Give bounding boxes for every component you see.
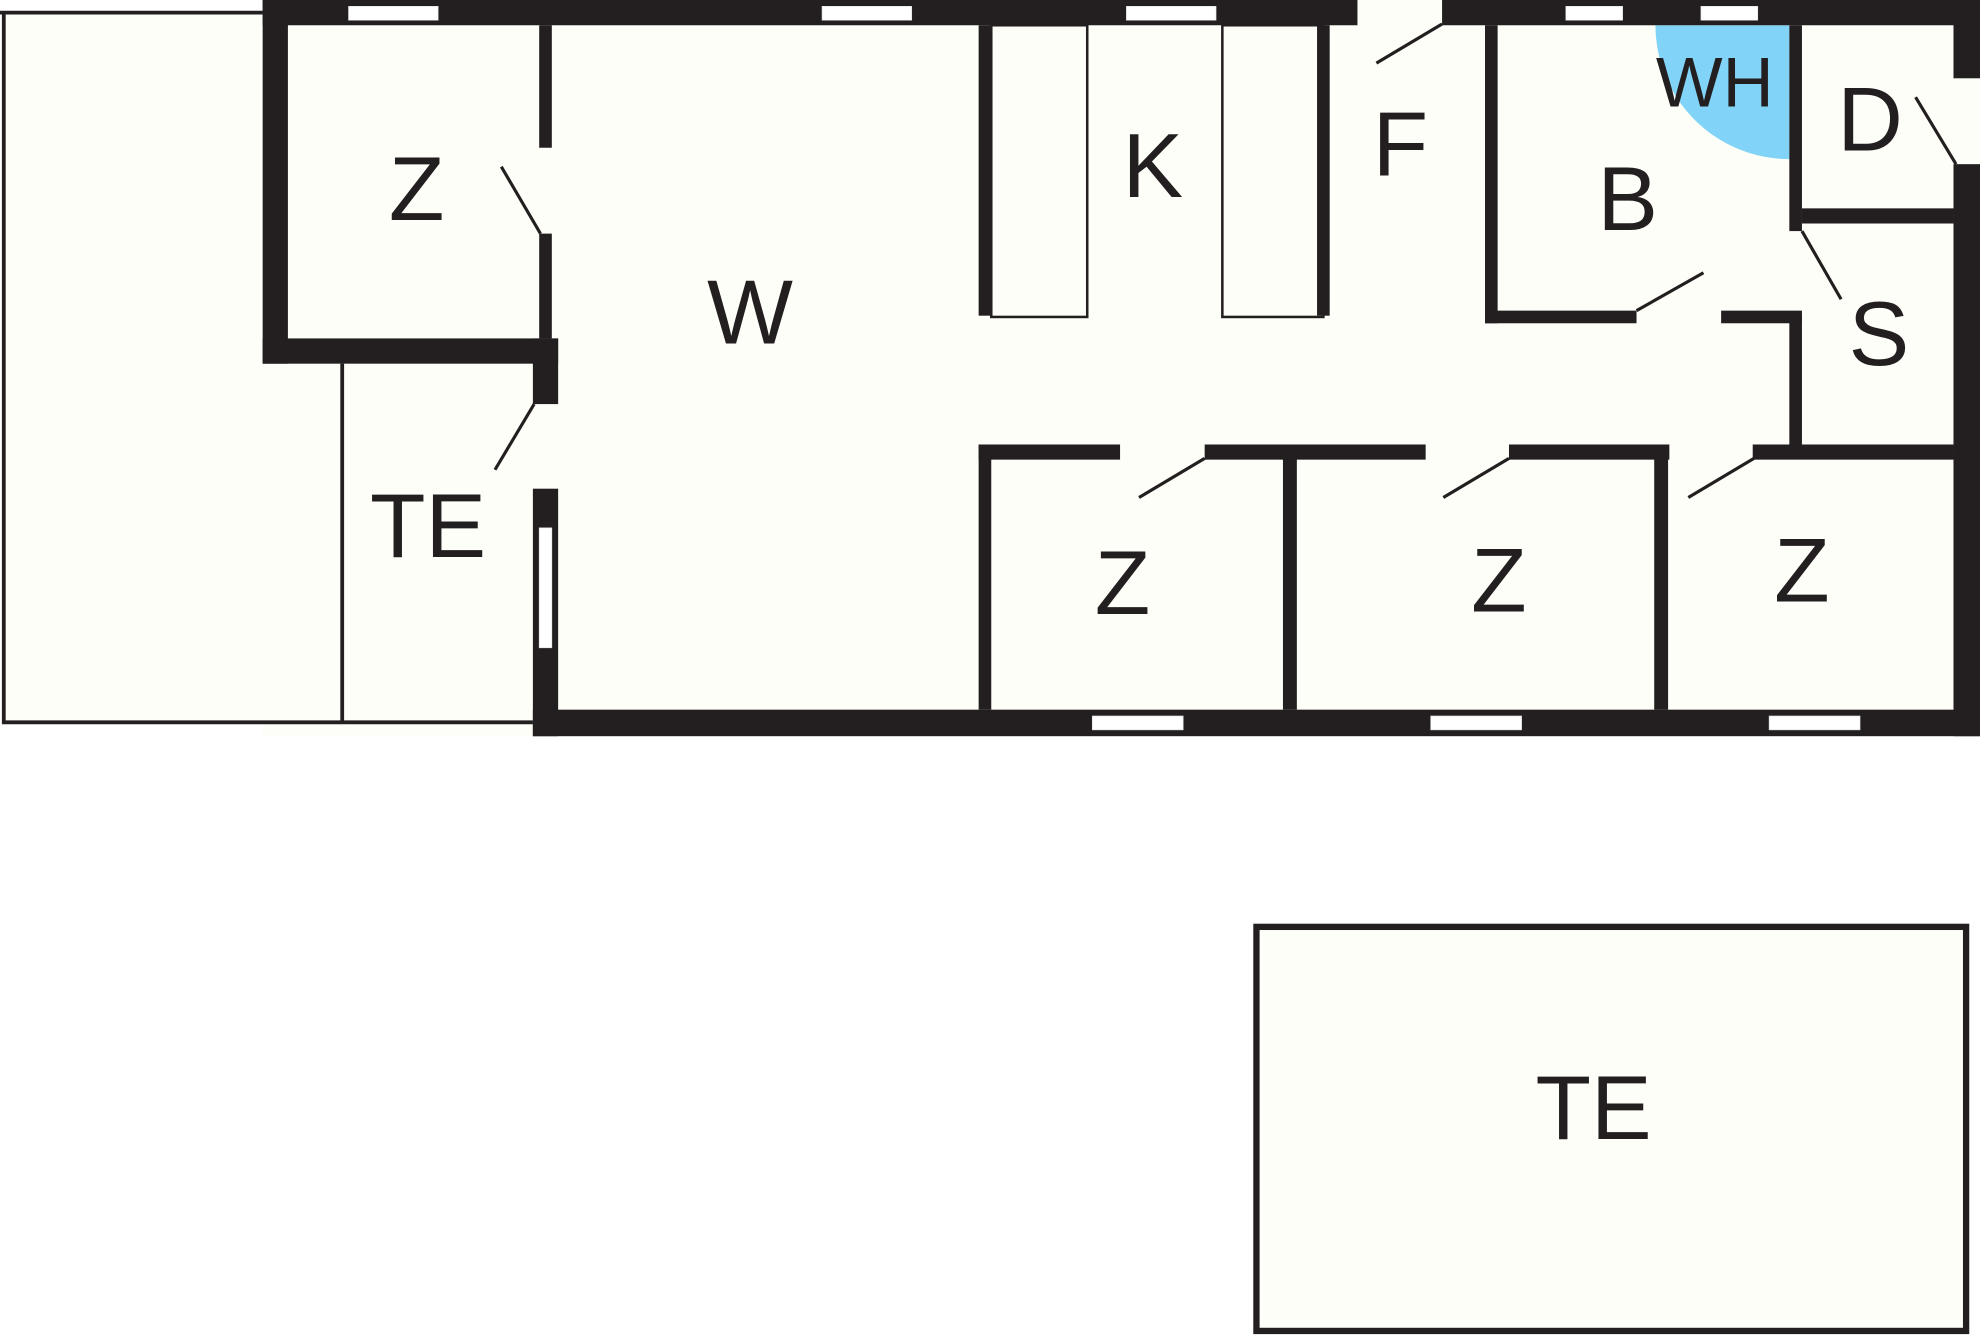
room-label-s: S xyxy=(1849,284,1910,385)
walls xyxy=(262,0,1980,737)
room-label-k: K xyxy=(1123,116,1184,217)
room-label-b: B xyxy=(1597,149,1658,250)
room-label-z: Z xyxy=(1095,533,1151,634)
kitchen-counter-left xyxy=(990,23,1089,319)
room-label-d: D xyxy=(1837,69,1903,170)
room-label-z: Z xyxy=(389,139,445,240)
windows xyxy=(348,5,1861,731)
wh-area xyxy=(1655,25,1790,160)
room-label-z: Z xyxy=(1774,520,1830,621)
room-label-f: F xyxy=(1373,95,1429,196)
room-label-wh: WH xyxy=(1656,43,1774,122)
room-label-te: TE xyxy=(370,476,486,577)
doors xyxy=(493,22,1958,499)
terrace-outline xyxy=(0,10,533,725)
room-label-z: Z xyxy=(1471,530,1527,631)
room-label-te: TE xyxy=(1536,1058,1652,1159)
room-label-w: W xyxy=(707,263,793,364)
kitchen-counter-right xyxy=(1221,23,1325,319)
terrace-bottom xyxy=(1253,923,1970,1335)
